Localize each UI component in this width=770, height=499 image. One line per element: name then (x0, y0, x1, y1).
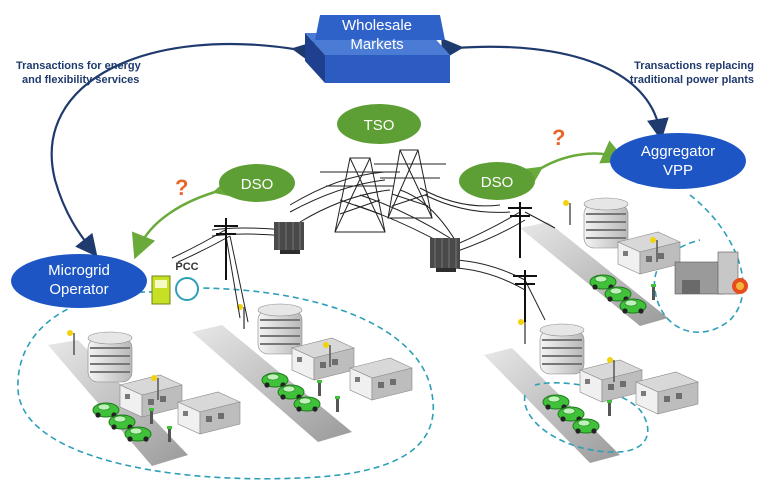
dso-right-label: DSO (481, 174, 514, 191)
house (177, 391, 241, 435)
street-lamp (517, 318, 526, 345)
transmission-tower (374, 149, 446, 219)
utility-pole-right-upper (508, 202, 532, 258)
tso-label: TSO (364, 117, 395, 134)
ev-charger (335, 396, 340, 412)
electric-car (124, 426, 152, 443)
arrow-dso-aggregator (515, 140, 628, 191)
utility-pole-right-lower (513, 270, 537, 322)
electric-car (293, 396, 321, 413)
aggregator-vpp-node: Aggregator VPP (610, 133, 746, 189)
aggregator-label-line2: VPP (663, 162, 693, 179)
transformer-left (274, 222, 304, 254)
question-mark-right: ? (552, 125, 565, 150)
house (635, 371, 699, 415)
annotation-left-line2: and flexibility services (22, 74, 139, 86)
wholesale-markets-box: Wholesale Markets (305, 15, 450, 83)
transformer-right (430, 238, 460, 272)
electric-car (261, 372, 289, 389)
electric-car (572, 418, 600, 435)
house (579, 359, 643, 403)
factory (674, 251, 748, 295)
annotation-left-line1: Transactions for energy (16, 60, 142, 72)
arrow-dso-microgrid (131, 174, 240, 260)
aggregator-label-line1: Aggregator (641, 143, 715, 160)
microgrid-operator-node: Microgrid Operator (11, 254, 147, 308)
electric-car (619, 298, 647, 315)
question-mark-left: ? (175, 175, 188, 200)
wholesale-label-line1: Wholesale (342, 17, 412, 34)
microgrid-label-line2: Operator (49, 281, 108, 298)
road-left (48, 340, 188, 466)
arrow-wholesale-aggregator (441, 37, 669, 141)
utility-pole-left (214, 218, 238, 280)
ev-charger (317, 380, 322, 396)
annotation-right-line2: traditional power plants (630, 74, 754, 86)
microgrid-boundary (17, 287, 435, 480)
house (349, 357, 413, 401)
office-building (87, 331, 133, 383)
electric-car (277, 384, 305, 401)
tso-node: TSO (337, 104, 421, 144)
dso-left-node: DSO (219, 164, 295, 202)
office-building (257, 303, 303, 355)
aggregator-boundary-lower (523, 382, 649, 453)
dso-left-label: DSO (241, 176, 274, 193)
microgrid-label-line1: Microgrid (48, 262, 110, 279)
pcc-label: PCC (175, 261, 198, 273)
electric-car (92, 402, 120, 419)
street-lamp (562, 199, 571, 226)
pcc-meter: PCC (151, 261, 199, 305)
electric-car (108, 414, 136, 431)
dso-right-node: DSO (459, 162, 535, 200)
office-building (539, 323, 585, 375)
ev-charger (607, 400, 612, 416)
wholesale-label-line2: Markets (350, 36, 403, 53)
annotation-right-line1: Transactions replacing (634, 60, 754, 72)
arrow-wholesale-microgrid (50, 41, 315, 257)
transmission-tower (320, 157, 400, 233)
office-building (583, 197, 629, 249)
